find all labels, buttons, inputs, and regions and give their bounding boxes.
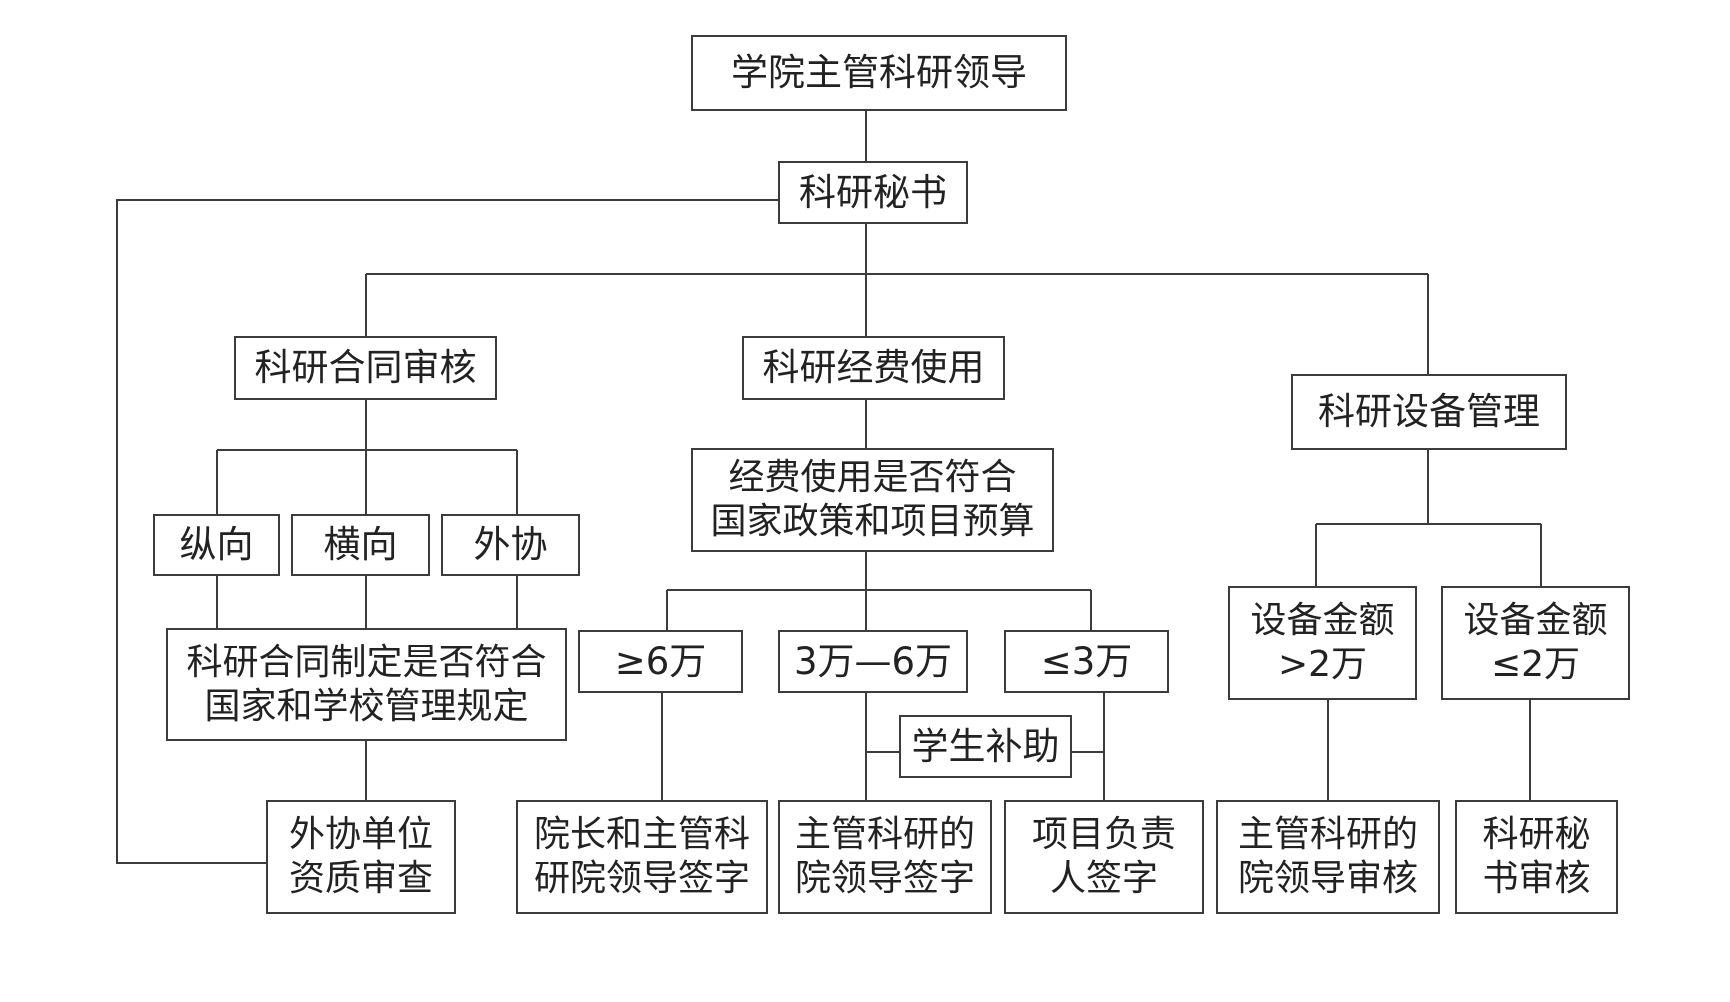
node-equipment-management: 科研设备管理 [1291,374,1567,450]
connector-secretary-external-unit [116,199,778,864]
node-equipment-above-2w: 设备金额 >2万 [1228,586,1417,700]
node-student-subsidy: 学生补助 [899,715,1072,778]
node-vertical: 纵向 [153,514,280,576]
node-below-3w: ≤3万 [1004,630,1169,693]
node-equipment-leader-review: 主管科研的 院领导审核 [1216,800,1440,914]
node-pi-sign: 项目负责 人签字 [1004,800,1204,914]
node-contract-review: 科研合同审核 [234,336,497,400]
node-external-unit-review: 外协单位 资质审查 [266,800,456,914]
node-external: 外协 [441,514,580,576]
node-horizontal: 横向 [291,514,430,576]
node-3w-6w: 3万—6万 [778,630,968,693]
node-funds-compliance: 经费使用是否符合 国家政策和项目预算 [691,448,1054,552]
node-funds-usage: 科研经费使用 [742,336,1005,400]
node-dean-sign: 院长和主管科 研院领导签字 [516,800,768,914]
node-leader-sign: 主管科研的 院领导签字 [778,800,992,914]
node-equipment-below-2w: 设备金额 ≤2万 [1441,586,1630,700]
node-contract-compliance: 科研合同制定是否符合 国家和学校管理规定 [166,628,567,741]
node-root: 学院主管科研领导 [691,35,1067,111]
node-equipment-secretary-review: 科研秘 书审核 [1455,800,1618,914]
node-secretary: 科研秘书 [778,161,968,224]
node-above-6w: ≥6万 [578,630,743,693]
